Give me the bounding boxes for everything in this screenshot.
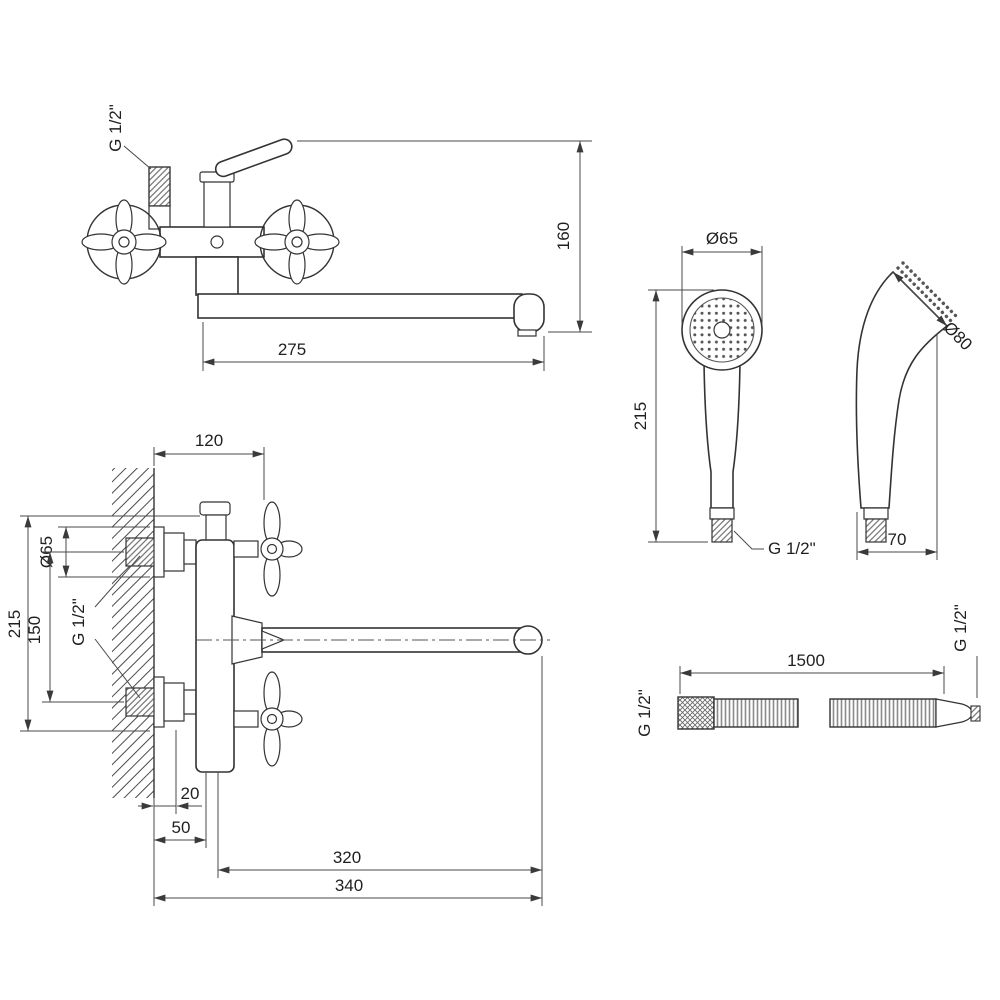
- cross-handle-bottom-side: [233, 671, 303, 767]
- dim-body-offset: 50: [154, 818, 206, 844]
- diverter-column: [203, 177, 231, 228]
- dim-side-thread: G 1/2": [69, 555, 141, 699]
- dim-depth-120: 120: [153, 431, 265, 500]
- handset-side-thread: [865, 518, 887, 543]
- faucet-side-view: 120 Ø65 G 1/2" 150 215: [5, 431, 550, 906]
- dim-g12-hose-left-label: G 1/2": [635, 689, 654, 737]
- dim-flange-depth: 20: [138, 784, 202, 810]
- dim-g12-hose-right-label: G 1/2": [951, 604, 970, 652]
- hose-segment-2: [829, 698, 937, 728]
- handset-thread: [711, 518, 733, 543]
- dim-dia65-head-label: Ø65: [706, 229, 738, 248]
- wall-connector-bottom: [125, 676, 197, 728]
- dim-215-side-label: 215: [5, 610, 24, 638]
- spray-nozzle-row-2: [901, 261, 958, 318]
- dim-340-label: 340: [335, 876, 363, 895]
- handset-side-collar: [863, 507, 889, 520]
- dim-spout-reach-front: 275: [202, 322, 545, 371]
- dim-215-head-label: 215: [631, 402, 650, 430]
- dim-hose-right-thread: G 1/2": [951, 604, 978, 698]
- body-side: [195, 539, 235, 773]
- spout-aerator: [517, 329, 537, 337]
- cross-handle-top-side: [233, 501, 303, 597]
- handset-collar: [709, 507, 735, 520]
- handset-handle: [703, 361, 741, 509]
- hose-left-nut: [677, 696, 715, 730]
- dim-hose-length: 1500: [679, 651, 945, 694]
- handset-side-profile: [855, 270, 949, 509]
- spray-face-center: [713, 321, 731, 339]
- body-neck: [205, 514, 227, 542]
- dim-g12-front-label: G 1/2": [106, 104, 125, 152]
- spout-nose: [513, 293, 545, 333]
- dim-20-label: 20: [181, 784, 200, 803]
- body-top-cap: [199, 501, 231, 516]
- shower-hose-view: 1500 G 1/2" G 1/2": [635, 604, 981, 737]
- dim-g12-side-label: G 1/2": [69, 598, 88, 646]
- dim-front-thread: G 1/2": [106, 104, 152, 170]
- dim-total-height: 215: [5, 515, 200, 732]
- faucet-front-view: G 1/2" 275 160: [81, 104, 592, 371]
- wall-hatching: [112, 468, 154, 798]
- diverter-lever: [214, 138, 293, 178]
- hose-segment-1: [713, 698, 799, 728]
- dim-handset-length: 215: [631, 289, 714, 543]
- wall-connector-top: [125, 526, 197, 578]
- dim-head-depth: 70: [856, 334, 938, 560]
- diverter-screw: [210, 235, 224, 249]
- dim-head-dia: Ø65: [681, 229, 763, 324]
- dim-320-label: 320: [333, 848, 361, 867]
- hose-right-thread: [970, 705, 981, 722]
- shower-handset-front-view: Ø65 215 G 1/2": [631, 229, 816, 558]
- dim-50-label: 50: [172, 818, 191, 837]
- cross-handle-left: [81, 199, 167, 285]
- dim-spout-reach-side: 320: [218, 848, 542, 874]
- dim-120-label: 120: [195, 431, 223, 450]
- cross-handle-right: [254, 199, 340, 285]
- dim-275-label: 275: [278, 340, 306, 359]
- dim-70-label: 70: [888, 530, 907, 549]
- dim-g12-head-label: G 1/2": [768, 539, 816, 558]
- spout-housing: [195, 256, 239, 296]
- dim-handset-thread: G 1/2": [733, 530, 816, 558]
- hose-cone-fitting: [935, 698, 973, 728]
- spout-nut: [231, 615, 263, 665]
- dim-height-front: 160: [297, 140, 592, 333]
- supply-thread-hatch: [148, 166, 171, 207]
- spout-tube: [197, 293, 523, 319]
- dim-160-label: 160: [554, 222, 573, 250]
- dim-1500-label: 1500: [787, 651, 825, 670]
- dim-total-reach: 340: [154, 876, 542, 902]
- shower-handset-side-view: Ø80 70: [855, 261, 976, 560]
